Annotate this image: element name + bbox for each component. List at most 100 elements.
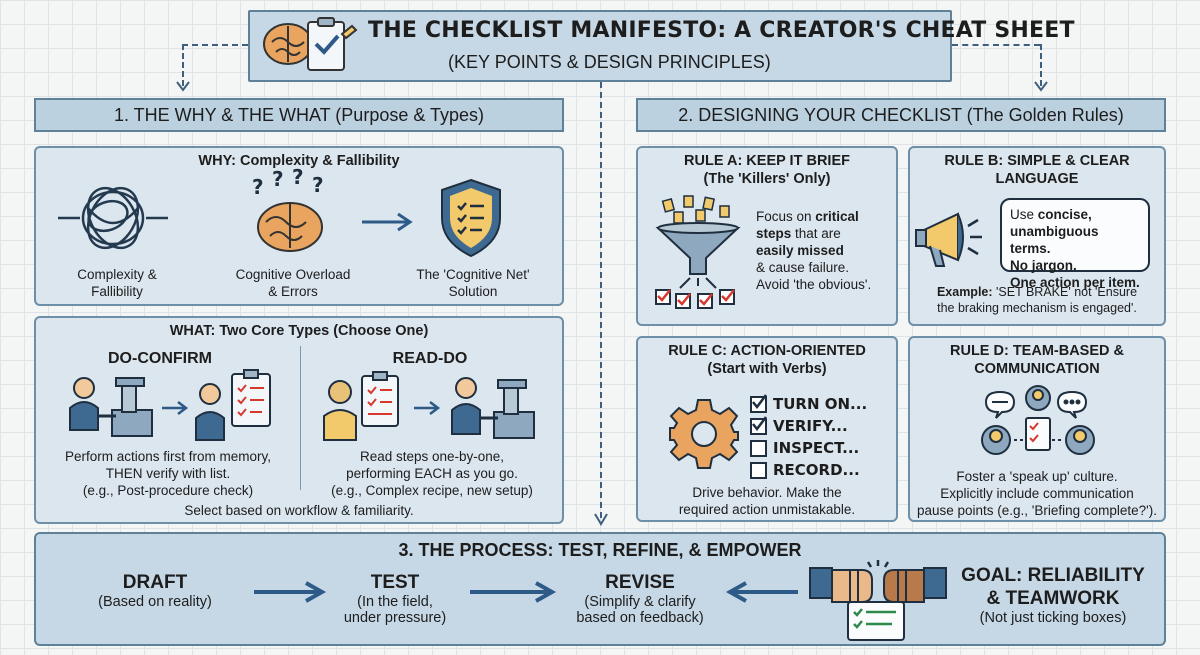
rule-b-example-text: 'SET BRAKE' not 'Ensure bbox=[992, 285, 1138, 299]
worker-machine-icon bbox=[451, 377, 535, 439]
process-panel bbox=[34, 532, 1166, 646]
rule-a-text-bold: steps bbox=[756, 226, 792, 241]
rule-a-text-part: that are bbox=[791, 226, 841, 241]
arrow-right-icon bbox=[162, 401, 189, 415]
goal-title-line1: GOAL: RELIABILITY bbox=[961, 565, 1145, 586]
shield-checklist-icon bbox=[441, 178, 501, 258]
tangled-knot-icon bbox=[58, 186, 168, 250]
arrow-right-icon bbox=[362, 212, 413, 232]
rule-d-caption-line3: pause points (e.g., 'Briefing complete?'… bbox=[916, 503, 1158, 518]
why-item-2-label: Cognitive Overload & Errors bbox=[218, 266, 368, 300]
section3-header: 3. THE PROCESS: TEST, REFINE, & EMPOWER bbox=[398, 540, 802, 560]
section1-header: 1. THE WHY & THE WHAT (Purpose & Types) bbox=[34, 98, 564, 132]
goal-block: GOAL: RELIABILITY & TEAMWORK (Not just t… bbox=[944, 564, 1162, 626]
connector-right bbox=[952, 44, 1040, 46]
what-title: WHAT: Two Core Types (Choose One) bbox=[169, 323, 429, 339]
rule-b-bubble-text: Use bbox=[1010, 207, 1038, 222]
rule-d-title-line1: RULE D: TEAM-BASED & bbox=[950, 343, 1124, 359]
what-divider bbox=[300, 346, 301, 490]
arrow-right-icon bbox=[414, 401, 441, 415]
svg-text:?: ? bbox=[292, 165, 304, 189]
person-clipboard-icon bbox=[195, 369, 271, 441]
why-item-1-line1: Complexity & bbox=[77, 267, 157, 282]
rule-b-bubble-line1: Use concise, bbox=[1010, 206, 1140, 223]
type-do-confirm-name: DO-CONFIRM bbox=[108, 350, 212, 367]
funnel-icon bbox=[655, 195, 741, 309]
svg-text:?: ? bbox=[252, 175, 264, 199]
why-item-3-line1: The 'Cognitive Net' bbox=[416, 267, 530, 282]
step-draft: DRAFT (Based on reality) bbox=[70, 572, 240, 610]
rule-b-bubble-bold: One action per item. bbox=[1010, 275, 1140, 290]
connector-left-down bbox=[182, 44, 184, 86]
goal-title-line2: & TEAMWORK bbox=[986, 588, 1120, 609]
section2-header: 2. DESIGNING YOUR CHECKLIST (The Golden … bbox=[636, 98, 1166, 132]
arrow-right-icon bbox=[470, 581, 557, 603]
empty-box-icon bbox=[750, 461, 767, 479]
step-revise: REVISE (Simplify & clarify based on feed… bbox=[550, 572, 730, 626]
rule-a-text-bold: easily missed bbox=[756, 243, 844, 258]
rule-a-text-part: Focus on bbox=[756, 209, 816, 224]
rule-b-bubble-bold: unambiguous terms. bbox=[1010, 224, 1099, 256]
arrow-down-icon bbox=[594, 513, 608, 526]
read-do-desc-line1: Read steps one-by-one, bbox=[359, 449, 505, 464]
rule-b-bubble-line3: No jargon. bbox=[1010, 257, 1140, 274]
rule-c-caption-line2: required action unmistakable. bbox=[678, 502, 856, 517]
page-title: THE CHECKLIST MANIFESTO: A CREATOR'S CHE… bbox=[368, 18, 1075, 43]
arrow-down-icon bbox=[1034, 81, 1048, 92]
megaphone-icon bbox=[915, 212, 982, 267]
brain-question-icon: ???? bbox=[252, 165, 324, 252]
rule-a-line1: Focus on critical bbox=[756, 208, 896, 225]
arrow-left-icon bbox=[725, 581, 798, 603]
goal-subtitle: (Not just ticking boxes) bbox=[979, 610, 1127, 626]
step-test: TEST (In the field, under pressure) bbox=[320, 572, 470, 626]
rule-b-bubble: Use concise, unambiguous terms. No jargo… bbox=[1000, 198, 1150, 290]
worker-machine-icon bbox=[69, 377, 153, 437]
svg-text:?: ? bbox=[312, 173, 324, 197]
verb-item: TURN ON... bbox=[750, 393, 890, 414]
rule-b-bubble-bold: No jargon. bbox=[1010, 258, 1077, 273]
verb-item: RECORD... bbox=[750, 460, 890, 480]
rule-a-title-line1: RULE A: KEEP IT BRIEF bbox=[684, 153, 850, 169]
rule-b-title: RULE B: SIMPLE & CLEAR LANGUAGE bbox=[908, 152, 1166, 188]
rule-d-caption-line1: Foster a 'speak up' culture. bbox=[956, 469, 1118, 484]
verb-label: TURN ON... bbox=[773, 395, 868, 413]
do-confirm-desc-line1: Perform actions first from memory, bbox=[64, 449, 272, 464]
step-revise-desc-line1: (Simplify & clarify bbox=[584, 594, 696, 610]
rule-c-title: RULE C: ACTION-ORIENTED (Start with Verb… bbox=[636, 342, 898, 378]
rule-a-line5: Avoid 'the obvious'. bbox=[756, 277, 872, 292]
rule-d-title-line2: COMMUNICATION bbox=[974, 361, 1100, 377]
gear-icon bbox=[669, 399, 739, 469]
step-revise-desc-line2: based on feedback) bbox=[576, 610, 704, 626]
checked-box-icon bbox=[750, 393, 767, 413]
svg-text:?: ? bbox=[272, 167, 284, 191]
verb-item: INSPECT... bbox=[750, 438, 890, 458]
type-do-confirm-desc: Perform actions first from memory, THEN … bbox=[40, 448, 296, 499]
why-item-1-label: Complexity & Fallibility bbox=[52, 266, 182, 300]
rule-b-title-line1: RULE B: SIMPLE & CLEAR bbox=[944, 153, 1130, 169]
page-subtitle: (KEY POINTS & DESIGN PRINCIPLES) bbox=[448, 52, 771, 72]
rule-d-title: RULE D: TEAM-BASED & COMMUNICATION bbox=[908, 342, 1166, 378]
rule-b-example-line1: Example: 'SET BRAKE' not 'Ensure bbox=[910, 284, 1164, 300]
why-title: WHY: Complexity & Fallibility bbox=[198, 153, 400, 169]
why-item-2-line2: & Errors bbox=[268, 284, 318, 299]
empty-box-icon bbox=[750, 439, 767, 457]
connector-left bbox=[182, 44, 248, 46]
team-communication-icon bbox=[981, 385, 1095, 455]
rule-b-bubble-line2: unambiguous terms. bbox=[1010, 223, 1140, 257]
rule-c-caption: Drive behavior. Make the required action… bbox=[636, 484, 898, 518]
arrow-right-icon bbox=[254, 581, 327, 603]
rule-a-title: RULE A: KEEP IT BRIEF (The 'Killers' Onl… bbox=[636, 152, 898, 188]
why-item-1-line2: Fallibility bbox=[91, 284, 143, 299]
connector-center-down bbox=[600, 82, 602, 518]
rule-b-example-line2: the braking mechanism is engaged'. bbox=[937, 301, 1137, 315]
rule-b-example: Example: 'SET BRAKE' not 'Ensure the bra… bbox=[910, 284, 1164, 316]
rule-c-subtitle: (Start with Verbs) bbox=[707, 361, 827, 377]
verb-item: VERIFY... bbox=[750, 415, 890, 436]
rule-a-subtitle: (The 'Killers' Only) bbox=[703, 171, 831, 187]
why-item-3-line2: Solution bbox=[448, 284, 498, 299]
type-read-do-desc: Read steps one-by-one, performing EACH a… bbox=[304, 448, 560, 499]
step-draft-name: DRAFT bbox=[122, 572, 188, 593]
rule-a-line4: & cause failure. bbox=[756, 260, 850, 275]
rule-a-text: Focus on critical steps that are easily … bbox=[756, 208, 896, 293]
rule-a-line2: steps that are bbox=[756, 225, 896, 242]
